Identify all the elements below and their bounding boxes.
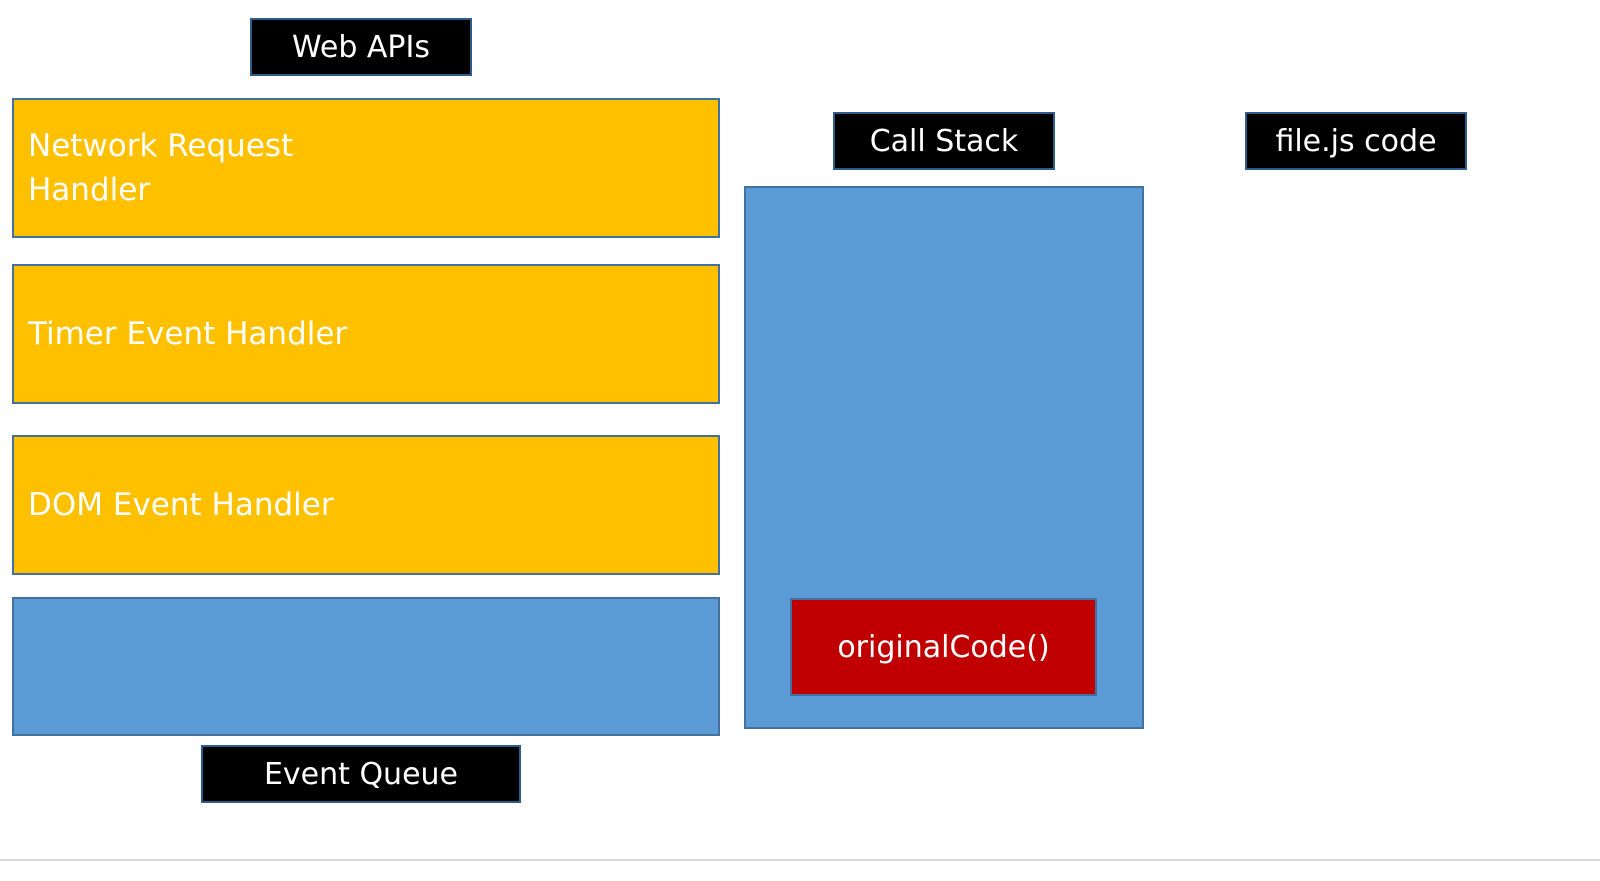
web-apis-label: Web APIs — [250, 18, 472, 76]
event-queue-box — [12, 597, 720, 736]
network-request-handler-text: Network Request Handler — [28, 124, 293, 212]
dom-event-handler-line1: DOM Event Handler — [28, 487, 334, 523]
call-stack-frame-original-code: originalCode() — [790, 598, 1097, 696]
timer-event-handler-box: Timer Event Handler — [12, 264, 720, 404]
file-js-code-label: file.js code — [1245, 112, 1467, 170]
event-queue-label: Event Queue — [201, 745, 521, 803]
call-stack-label: Call Stack — [833, 112, 1055, 170]
timer-event-handler-line1: Timer Event Handler — [28, 316, 348, 352]
timer-event-handler-text: Timer Event Handler — [28, 312, 347, 356]
dom-event-handler-box: DOM Event Handler — [12, 435, 720, 575]
network-request-handler-box: Network Request Handler — [12, 98, 720, 238]
network-request-handler-line2: Handler — [28, 172, 151, 208]
dom-event-handler-text: DOM Event Handler — [28, 483, 334, 527]
slide-bottom-divider — [0, 859, 1600, 861]
network-request-handler-line1: Network Request — [28, 128, 294, 164]
